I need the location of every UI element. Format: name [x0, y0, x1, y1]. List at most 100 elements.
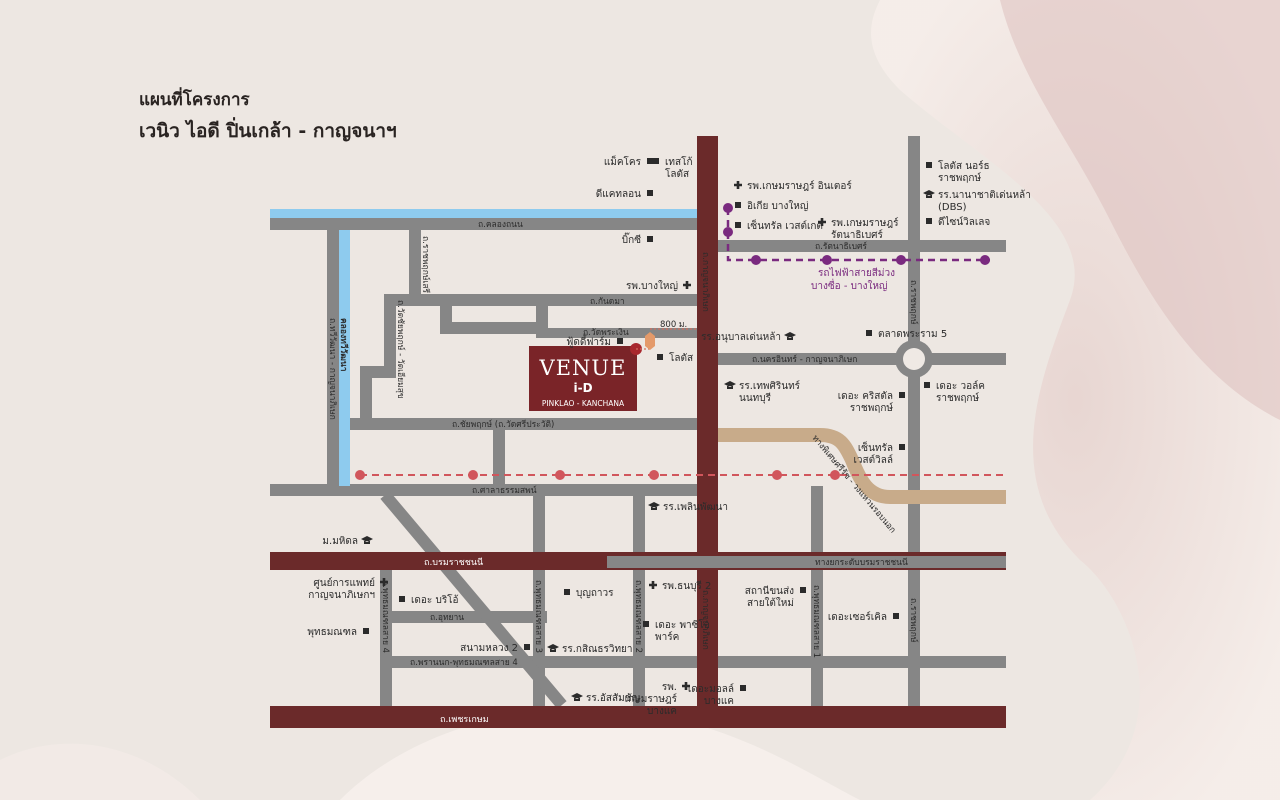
- project-entrance-icon: [645, 332, 655, 350]
- landmark-label: บางแค: [704, 696, 734, 707]
- purple-line-route-name: บางซื่อ - บางใหญ่: [811, 278, 887, 292]
- landmark-label: พาร์ค: [655, 631, 679, 643]
- hospital-cross-icon: [649, 581, 657, 589]
- road-phutthamonthon2: [633, 566, 645, 706]
- road-rattanathibet: [697, 240, 1006, 252]
- landmark-label: รพ.: [662, 682, 677, 693]
- landmark-square-icon: [643, 621, 649, 627]
- landmark-label: เวสต์วิลล์: [853, 454, 893, 466]
- road-phran-nok: [387, 656, 1006, 668]
- label-khlong-thanon: ถ.คลองถนน: [478, 220, 523, 230]
- landmark-kasintra: รร.กสิณธรวิทยา: [547, 644, 633, 655]
- landmarks: แม็คโครเทสโก้โลตัสดีแคทลอนบิ๊กซีรพ.เกษมร…: [307, 154, 1030, 717]
- label-boromma-elevated: ทางยกระดับบรมราชชนนี: [815, 557, 908, 568]
- red-station: [355, 470, 365, 480]
- school-cap-icon: [923, 190, 935, 198]
- landmark-label: สนามหลวง 2: [460, 643, 518, 654]
- label-chaiyaphruek: ถ.ชัยพฤกษ์ (ถ.วัดศรีประวัติ): [452, 419, 554, 430]
- landmark-sanamluang2: สนามหลวง 2: [460, 643, 530, 654]
- school-cap-icon: [547, 644, 559, 652]
- project-logo: [529, 346, 637, 411]
- landmark-label: บุญถาวร: [576, 588, 614, 599]
- landmark-label: เดอะ วอล์ค: [936, 380, 985, 392]
- landmark-dcon: ดีแคทลอน: [596, 188, 653, 200]
- landmark-square-icon: [926, 162, 932, 168]
- landmark-label: รร.อัสสัมชัญ: [586, 693, 640, 704]
- landmark-square-icon: [866, 330, 872, 336]
- label-ratchaphruek-w: ถ.ราชพฤกษ์เสรี: [420, 236, 431, 294]
- landmark-label: รร.เพลินพัฒนา: [663, 502, 728, 513]
- label-ratchaphruek-e: ถ.ราชพฤกษ์: [908, 280, 919, 325]
- landmark-label: ดีแคทลอน: [596, 188, 641, 200]
- landmark-label: เซ็นทรัล: [858, 440, 893, 454]
- landmark-bangyai_hosp: รพ.บางใหญ่: [626, 280, 691, 292]
- label-rattanathibet: ถ.รัตนาธิเบศร์: [815, 241, 867, 252]
- landmark-label: รพ.เกษมราษฎร์: [831, 217, 899, 229]
- red-station: [772, 470, 782, 480]
- landmark-square-icon: [363, 628, 369, 634]
- hospital-cross-icon: [380, 578, 388, 586]
- hospital-cross-icon: [682, 682, 690, 690]
- landmark-square-icon: [926, 218, 932, 224]
- project-logo-sub: i-D: [573, 381, 592, 395]
- landmark-label: โลตัส: [669, 351, 693, 364]
- road-chaiyaphruek: [327, 418, 698, 430]
- road-salathammasop: [270, 484, 698, 496]
- landmark-phutthamonthon: พุทธมณฑล: [307, 627, 369, 638]
- landmark-label: เดอะ คริสตัล: [838, 391, 893, 402]
- school-cap-icon: [724, 381, 736, 389]
- road-phetkasem: [270, 706, 1006, 728]
- landmark-label: ฟู้ดดี้ฟาร์ม: [566, 334, 611, 348]
- label-wat-chaiphruek: ถ.วัดชัยพฤกษ์ - วัดเอียมสุข: [395, 300, 406, 399]
- purple-station: [896, 255, 906, 265]
- landmark-makro: แม็คโคร: [604, 154, 653, 168]
- label-ratchaphruek-se: ถ.ราชพฤกษ์: [908, 598, 919, 643]
- canal-thawi-watthana: [339, 230, 350, 486]
- landmark-label: พุทธมณฑล: [307, 627, 357, 638]
- landmark-square-icon: [893, 613, 899, 619]
- school-cap-icon: [571, 693, 583, 701]
- landmark-square-icon: [647, 236, 653, 242]
- school-cap-icon: [784, 332, 796, 340]
- landmark-label: รร.อนุบาลเด่นหล้า: [701, 331, 781, 343]
- red-line-stations: [355, 470, 840, 480]
- label-kanchanaphisek: ถ.กาญจนาภิเษก: [700, 252, 710, 312]
- landmark-label: ดีไซน์วิลเลจ: [938, 216, 990, 228]
- label-utthayan: ถ.อุทยาน: [430, 613, 464, 623]
- landmark-label: เกษมราษฎร์: [625, 693, 678, 705]
- red-station: [468, 470, 478, 480]
- label-canal: คลองทวีวัฒนา: [338, 318, 349, 372]
- purple-station: [980, 255, 990, 265]
- landmark-assumption: รร.อัสสัมชัญ: [571, 693, 640, 704]
- landmark-label: (DBS): [938, 202, 967, 213]
- landmark-square-icon: [924, 382, 930, 388]
- landmark-thepsirin: รร.เทพศิรินทร์นนทบุรี: [724, 380, 801, 404]
- landmark-mall_bangkae: เดอะมอลล์บางแค: [688, 683, 746, 707]
- road-wat-chaiphruek: [384, 296, 396, 370]
- label-phetkasem: ถ.เพชรเกษม: [440, 715, 489, 725]
- landmark-boonthavorn: บุญถาวร: [564, 588, 614, 599]
- red-station: [830, 470, 840, 480]
- landmark-label: รร.กสิณธรวิทยา: [562, 644, 633, 655]
- landmark-bigc: บิ๊กซี: [622, 232, 653, 246]
- landmark-anuban: รร.อนุบาลเด่นหล้า: [701, 331, 796, 343]
- landmark-label: เดอะเซอร์เคิล: [828, 611, 887, 623]
- label-nakhon-in: ถ.นครอินทร์ - กาญจนาภิเษก: [752, 354, 857, 365]
- road-diagonal: [380, 491, 567, 709]
- landmark-label: ราชพฤกษ์: [936, 392, 979, 404]
- landmark-square-icon: [647, 190, 653, 196]
- landmark-tesco_bangyai: เทสโก้โลตัส: [653, 155, 693, 180]
- project-logo-main: VENUE: [539, 356, 627, 380]
- landmark-square-icon: [564, 589, 570, 595]
- red-station: [649, 470, 659, 480]
- landmark-label: รร.นานาชาติเด่นหล้า: [938, 189, 1031, 201]
- road-kanchana: [384, 294, 698, 306]
- road-ratchaphruek-w: [409, 224, 421, 300]
- landmark-label: สายใต้ใหม่: [747, 597, 794, 609]
- landmark-dbs: รร.นานาชาติเด่นหล้า(DBS): [923, 189, 1031, 213]
